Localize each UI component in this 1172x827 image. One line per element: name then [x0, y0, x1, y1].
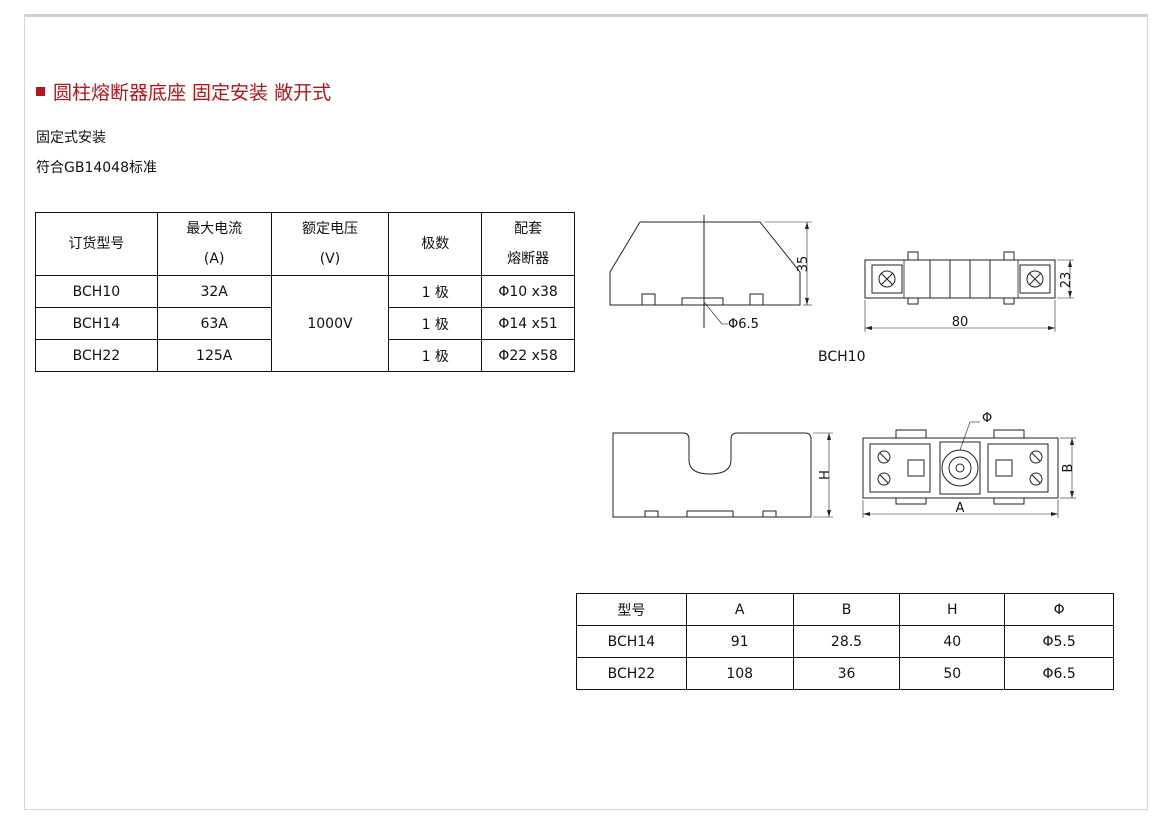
feature-standard: 符合GB14048标准 [36, 160, 157, 176]
header-voltage-label: 额定电压 [301, 221, 358, 237]
bch10-height-dim: 35 [796, 256, 811, 273]
general-b-dim: B [1061, 464, 1076, 473]
general-h-dim: H [818, 470, 833, 480]
header-voltage-unit: (V) [319, 251, 341, 267]
table-row: BCH22 108 36 50 Φ6.5 [576, 657, 1114, 690]
table-cell: BCH14 [576, 625, 687, 658]
feature-mounting: 固定式安装 [36, 130, 106, 146]
heading-bullet-icon [36, 87, 45, 96]
header-cell: Φ [1004, 593, 1114, 626]
header-voltage: 额定电压 (V) [270, 212, 390, 276]
header-model: 订货型号 [35, 212, 158, 276]
cell-fuse: Φ22 x58 [481, 339, 575, 372]
order-table-header: 订货型号 最大电流 (A) 额定电压 (V) 极数 配套熔断器 [35, 212, 575, 276]
bch10-width-dim: 80 [952, 315, 969, 330]
header-cell: 型号 [576, 593, 687, 626]
header-cell: B [792, 593, 901, 626]
general-a-dim: A [956, 501, 965, 516]
table-cell: 40 [899, 625, 1006, 658]
table-cell: 108 [685, 657, 794, 690]
cell-fuse: Φ10 x38 [481, 275, 575, 308]
table-cell: BCH22 [576, 657, 687, 690]
header-fuse-label-1: 配套 [514, 221, 543, 237]
header-fuse-label-2: 熔断器 [507, 251, 550, 267]
cell-model: BCH22 [35, 339, 158, 372]
cell-model: BCH14 [35, 307, 158, 340]
table-cell: Φ5.5 [1004, 625, 1114, 658]
cell-current: 63A [156, 307, 272, 340]
cell-model: BCH10 [35, 275, 158, 308]
cell-fuse: Φ14 x51 [481, 307, 575, 340]
header-poles: 极数 [388, 212, 483, 276]
table-row: BCH10 32A 1000V 1 极 Φ10 x38 [35, 275, 575, 372]
table-cell: 28.5 [792, 625, 901, 658]
bch10-top-drawing: 80 23 [864, 251, 1074, 332]
general-phi-dim: Φ [982, 411, 992, 426]
header-fuse: 配套熔断器 [481, 212, 575, 276]
header-cell: H [899, 593, 1006, 626]
cell-current: 125A [156, 339, 272, 372]
general-front-drawing: H [612, 432, 833, 518]
bch10-front-drawing: 35 Φ6.5 [609, 215, 812, 332]
bch10-hole-dim: Φ6.5 [728, 317, 759, 332]
header-current: 最大电流 (A) [156, 212, 272, 276]
section-heading: 圆柱熔断器底座 固定安装 敞开式 [36, 78, 331, 105]
cell-current: 32A [156, 275, 272, 308]
header-cell: A [685, 593, 794, 626]
order-table: 订货型号 最大电流 (A) 额定电压 (V) 极数 配套熔断器 BCH10 32A … [35, 212, 575, 372]
dimension-table-header: 型号 A B H Φ [576, 593, 1114, 626]
table-row: BCH14 91 28.5 40 Φ5.5 [576, 625, 1114, 658]
table-cell: 91 [685, 625, 794, 658]
cell-poles: 1 极 [388, 307, 483, 340]
bch10-caption: BCH10 [818, 349, 866, 365]
header-current-label: 最大电流 [186, 221, 243, 237]
cell-poles: 1 极 [388, 275, 483, 308]
table-cell: 50 [899, 657, 1006, 690]
general-top-drawing: Φ A B [862, 411, 1076, 518]
bch10-depth-dim: 23 [1059, 272, 1074, 289]
table-cell: Φ6.5 [1004, 657, 1114, 690]
header-current-unit: (A) [203, 251, 225, 267]
table-cell: 36 [792, 657, 901, 690]
table-row: BCH22 125A 1 极 Φ22 x58 [35, 339, 575, 372]
cell-poles: 1 极 [388, 339, 483, 372]
dimension-table: 型号 A B H Φ BCH14 91 28.5 40 Φ5.5 BCH22 1… [576, 593, 1114, 690]
heading-text: 圆柱熔断器底座 固定安装 敞开式 [53, 82, 332, 104]
cell-voltage: 1000V [270, 275, 390, 372]
